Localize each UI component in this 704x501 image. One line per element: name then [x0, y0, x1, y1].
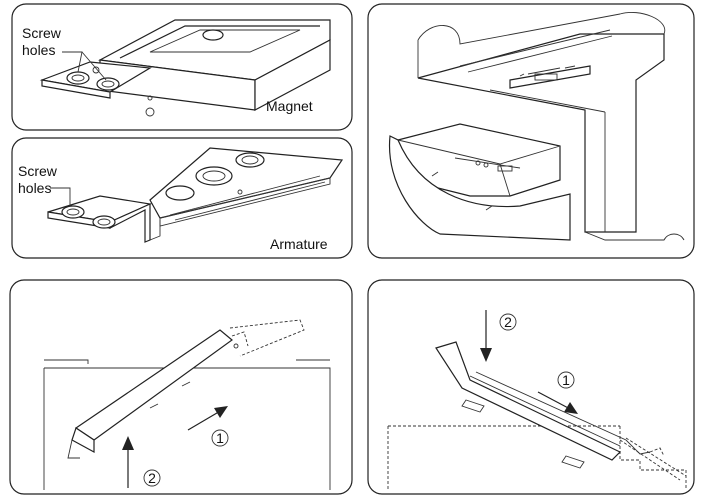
arrow-step2-left-head	[122, 436, 134, 450]
panel-install-left-frame	[9, 279, 353, 495]
magnet-callout-line1: Screw	[22, 25, 62, 41]
step1-left-circle	[211, 429, 229, 447]
install-right-drawing	[387, 341, 687, 490]
step2-left-label: 2	[148, 470, 156, 486]
panel-install-left: 1 2	[9, 279, 353, 495]
arrow-step1-left	[187, 409, 223, 431]
panel-install-right-frame	[367, 279, 695, 495]
armature-drawing	[47, 147, 344, 243]
arrow-step1-right	[537, 391, 573, 411]
arrow-step1-right-head	[564, 402, 578, 414]
armature-callout-line2: holes	[18, 180, 51, 196]
step2-right-circle	[499, 313, 517, 331]
magnet-drawing	[39, 19, 331, 117]
door-assembly-drawing	[388, 12, 685, 241]
panel-armature: Screw holes Armature	[11, 137, 353, 259]
armature-callout-line1: Screw	[18, 163, 58, 179]
magnet-part-label: Magnet	[266, 98, 313, 114]
panel-door-assembly	[367, 3, 695, 259]
arrow-step1-left-head	[214, 406, 228, 418]
panel-magnet: Screw holes Magnet	[11, 3, 353, 131]
panel-install-right: 2 1	[367, 279, 695, 495]
step2-right-label: 2	[504, 314, 512, 330]
step2-left-circle	[143, 469, 161, 487]
magnet-callout-line2: holes	[22, 42, 55, 58]
arrow-step2-right-head	[480, 348, 492, 362]
step1-left-label: 1	[216, 430, 224, 446]
step1-right-label: 1	[562, 372, 570, 388]
step1-right-circle	[557, 371, 575, 389]
armature-part-label: Armature	[270, 236, 328, 252]
install-left-drawing	[43, 319, 331, 490]
